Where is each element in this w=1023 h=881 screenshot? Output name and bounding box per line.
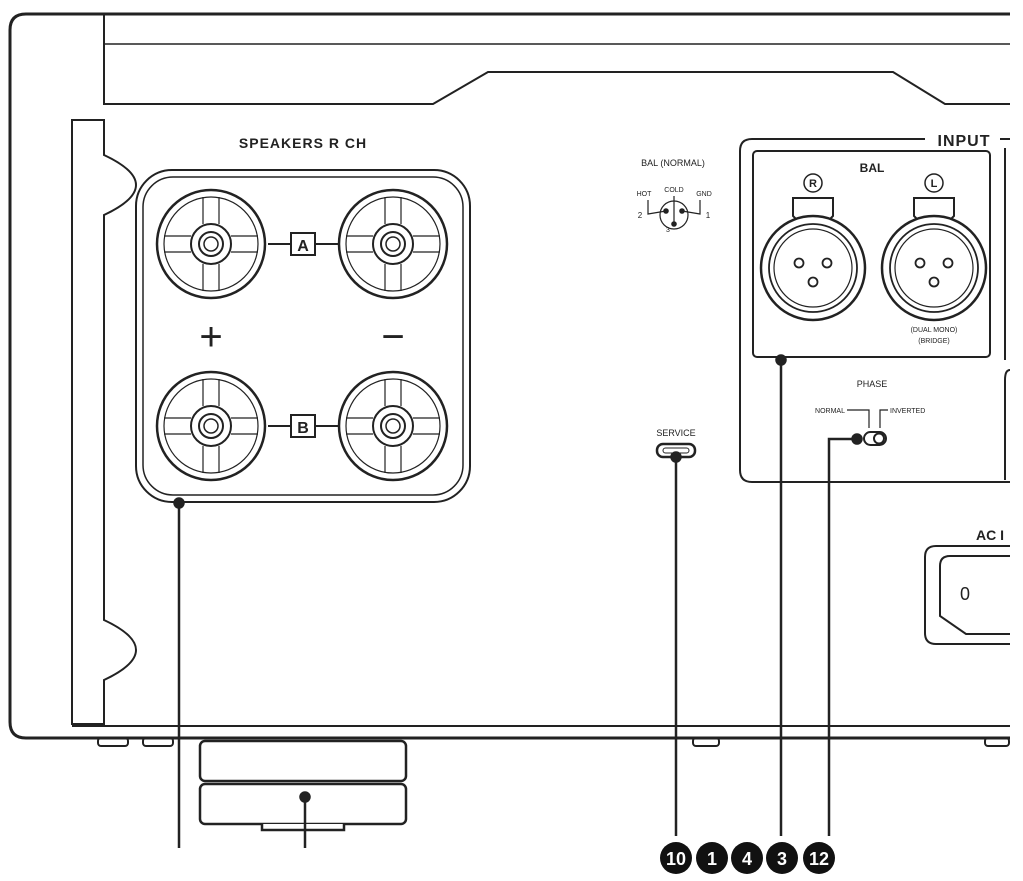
foot-mid xyxy=(692,737,720,747)
bal-normal-title: BAL (NORMAL) xyxy=(641,158,705,168)
dual-mono-label: (DUAL MONO) xyxy=(911,327,958,334)
ac-inlet-frame xyxy=(924,545,1010,645)
xlr-input-l[interactable] xyxy=(880,197,988,322)
bal-box xyxy=(752,150,991,358)
chassis-top-rail xyxy=(103,14,1010,105)
callout-3: 3 xyxy=(766,842,798,874)
pin-3-label: 3 xyxy=(666,227,670,234)
callout-4-label: 4 xyxy=(742,849,752,869)
leader-lines xyxy=(173,354,863,848)
callout-12: 12 xyxy=(803,842,835,874)
foot-left-2 xyxy=(142,737,174,747)
terminal-a-label: A xyxy=(297,238,309,255)
channel-r-badge: R xyxy=(803,173,823,193)
chassis-side-bracket xyxy=(71,119,138,725)
pin-cold-label: COLD xyxy=(664,187,683,194)
chassis-feet xyxy=(97,737,1010,747)
insulator-lower xyxy=(198,782,408,826)
input-divider-lower xyxy=(1004,369,1011,480)
phase-title: PHASE xyxy=(857,379,888,389)
speaker-plate-outer xyxy=(135,169,471,503)
speaker-terminal-a-plus[interactable] xyxy=(155,188,267,300)
ac-inlet-socket[interactable] xyxy=(939,555,1010,635)
terminal-b-marker: B xyxy=(268,414,338,438)
speaker-terminal-b-minus[interactable] xyxy=(337,370,449,482)
plus-sign: + xyxy=(199,315,222,359)
speaker-terminal-b-plus[interactable] xyxy=(155,370,267,482)
service-label: SERVICE xyxy=(656,428,695,438)
ac-inlet-mark: 0 xyxy=(960,584,970,604)
insulator-foot xyxy=(198,739,408,832)
speakers-title: SPEAKERS R CH xyxy=(239,135,367,151)
terminal-a-marker: A xyxy=(268,232,338,256)
pin-gnd-label: GND xyxy=(696,191,712,198)
callout-1: 1 xyxy=(696,842,728,874)
xlr-pin-diagram xyxy=(647,196,701,230)
phase-leader-lines xyxy=(847,409,888,428)
phase-normal-label: NORMAL xyxy=(815,408,845,415)
insulator-upper xyxy=(198,739,408,783)
pin-hot-label: HOT xyxy=(637,191,653,198)
phase-inverted-label: INVERTED xyxy=(890,408,925,415)
foot-left-1 xyxy=(97,737,129,747)
pin-1-label: 1 xyxy=(706,211,711,220)
leader-phase xyxy=(827,437,857,836)
terminal-b-label: B xyxy=(297,420,309,437)
minus-sign: − xyxy=(381,315,404,359)
channel-l-badge: L xyxy=(924,173,944,193)
bal-title: BAL xyxy=(860,161,885,175)
channel-l-label: L xyxy=(931,178,938,190)
callout-1-label: 1 xyxy=(707,849,717,869)
callout-4: 4 xyxy=(731,842,763,874)
input-frame xyxy=(739,138,1010,483)
foot-right xyxy=(984,737,1010,747)
pin-2-label: 2 xyxy=(638,211,643,220)
phase-switch[interactable] xyxy=(863,431,887,446)
callout-3-label: 3 xyxy=(777,849,787,869)
speaker-plate-inner xyxy=(142,176,464,496)
channel-r-label: R xyxy=(809,178,817,190)
callout-12-label: 12 xyxy=(809,849,829,869)
xlr-input-r[interactable] xyxy=(759,197,867,322)
input-title: INPUT xyxy=(938,133,991,150)
speaker-terminal-a-minus[interactable] xyxy=(337,188,449,300)
callout-10: 10 xyxy=(660,842,692,874)
bridge-label: (BRIDGE) xyxy=(918,338,950,345)
chassis-outer-edge xyxy=(8,12,1010,740)
ac-label: AC I xyxy=(976,527,1004,543)
chassis xyxy=(8,12,1010,740)
callout-10-label: 10 xyxy=(666,849,686,869)
insulator-base xyxy=(260,824,346,832)
